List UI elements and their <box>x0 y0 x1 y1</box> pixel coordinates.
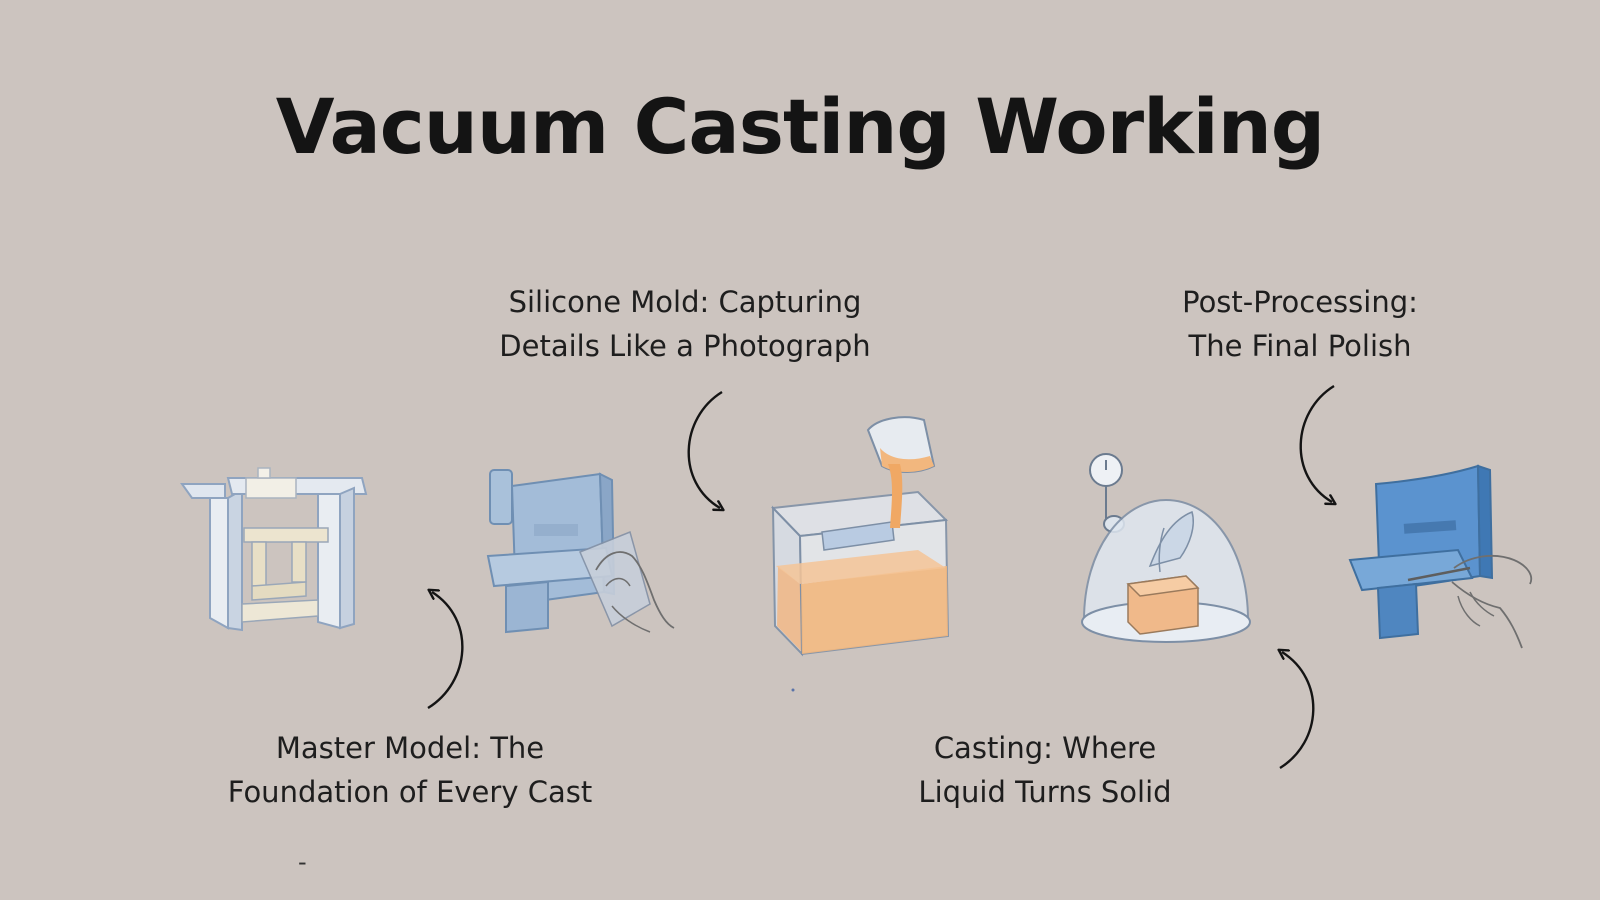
caption-line: Foundation of Every Cast <box>227 775 593 809</box>
caption-line: Details Like a Photograph <box>499 329 871 363</box>
caption-post-processing: Post-Processing: The Final Polish <box>1130 280 1470 368</box>
caption-line: Silicone Mold: Capturing <box>508 285 862 319</box>
stray-dash: - <box>298 848 307 876</box>
curved-arrow-icon <box>1299 384 1334 502</box>
caption-line: Casting: Where <box>933 731 1157 765</box>
caption-line: Liquid Turns Solid <box>918 775 1172 809</box>
master-model-icon <box>180 467 368 632</box>
curved-arrow-icon <box>1280 652 1315 770</box>
caption-casting: Casting: Where Liquid Turns Solid <box>855 726 1235 814</box>
caption-line: Master Model: The <box>275 731 545 765</box>
finished-part-icon <box>1348 464 1533 649</box>
caption-master-model: Master Model: The Foundation of Every Ca… <box>180 726 640 814</box>
vacuum-chamber-icon <box>1081 453 1251 643</box>
curved-arrow-icon <box>687 390 722 508</box>
caption-line: The Final Polish <box>1188 329 1412 363</box>
pouring-box-icon <box>770 416 950 657</box>
caption-line: Post-Processing: <box>1182 285 1418 319</box>
caption-silicone-mold: Silicone Mold: Capturing Details Like a … <box>440 280 930 368</box>
stray-dot <box>791 688 795 692</box>
curved-arrow-icon <box>427 592 464 710</box>
silicone-mold-icon <box>486 469 675 634</box>
page-title: Vacuum Casting Working <box>275 82 1325 171</box>
